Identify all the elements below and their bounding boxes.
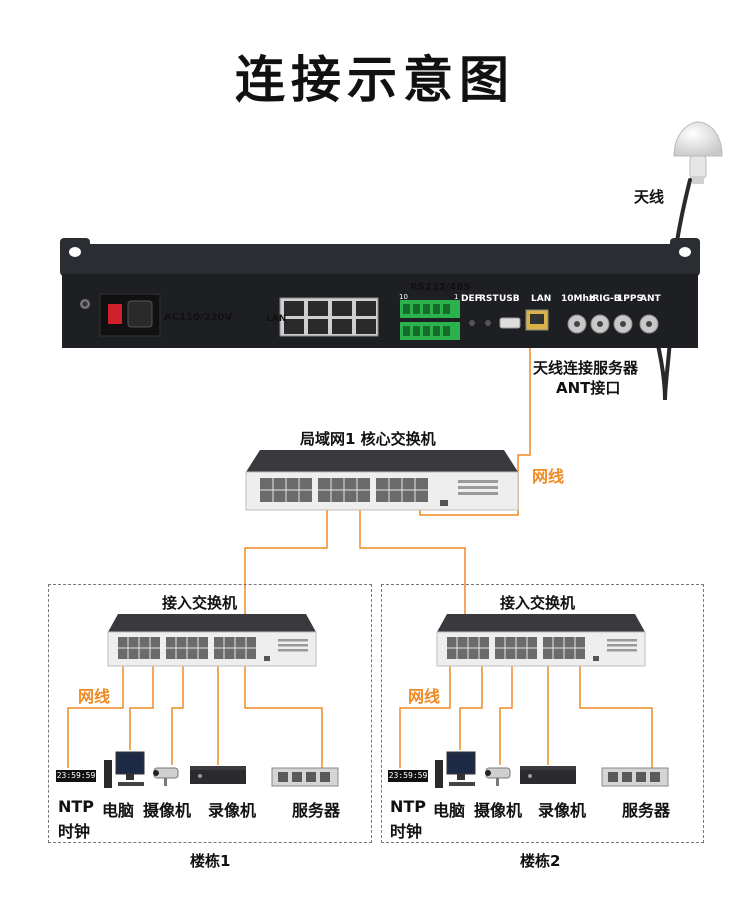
b2-pc-label: 电脑	[433, 801, 466, 820]
serial-pin-left: 10	[399, 293, 408, 301]
b1-recorder-icon	[190, 766, 246, 784]
b2-server-icon	[601, 767, 669, 787]
lan-group-label: LAN	[266, 314, 287, 324]
antenna-note-line2: ANT接口	[556, 379, 621, 397]
core-switch-label: 局域网1 核心交换机	[300, 430, 436, 448]
serial-label: RS232/485	[410, 282, 471, 293]
b2-pc-icon	[435, 751, 476, 788]
b1-cable-label: 网线	[78, 687, 111, 706]
core-switch-icon	[245, 450, 519, 511]
b1-ntp-clock-icon: 23:59:59	[56, 770, 96, 782]
b1-server-label: 服务器	[292, 801, 341, 820]
b1-switch-label: 接入交换机	[162, 594, 238, 612]
cable-b1-server	[244, 660, 323, 768]
b2-ntp-clock-icon: 23:59:59	[388, 770, 428, 782]
pps-label: 1PPS	[617, 294, 643, 304]
b1-camera-label: 摄像机	[143, 801, 192, 820]
b2-access-switch-icon	[436, 614, 646, 667]
b1-ntp-label-2: 时钟	[58, 822, 91, 841]
page-title: 连接示意图	[235, 51, 515, 109]
cable-b2-pc	[459, 660, 483, 750]
serial-pin-right: 1	[454, 293, 459, 301]
cable-b2-ntp	[399, 660, 451, 768]
cable-b2-camera	[499, 660, 513, 765]
cable-b1-ntp	[67, 660, 124, 768]
b2-switch-label: 接入交换机	[500, 594, 576, 612]
rst-label: RST	[479, 294, 499, 304]
antenna-label: 天线	[634, 188, 665, 206]
building-1-box	[48, 584, 372, 843]
b2-ntp-label-2: 时钟	[390, 822, 423, 841]
building-2-label: 楼栋2	[520, 852, 561, 870]
irigb-label: IRIG-B	[589, 294, 621, 304]
building-2-box	[381, 584, 704, 843]
antenna-note-line1: 天线连接服务器	[533, 359, 639, 377]
b1-server-icon	[271, 767, 339, 787]
antenna-icon	[673, 121, 723, 184]
cable-b2-server	[579, 660, 653, 768]
ant-label: ANT	[640, 294, 661, 304]
lan-port-label: LAN	[531, 294, 552, 304]
b2-cable-label: 网线	[408, 687, 441, 706]
core-cable-label: 网线	[532, 467, 565, 486]
cable-core-to-switch1	[244, 510, 328, 625]
cable-core-to-switch2	[359, 510, 466, 625]
power-label: AC110/220V	[164, 312, 233, 323]
b2-camera-icon	[485, 767, 511, 786]
tenmhz-label: 10Mhz	[561, 294, 595, 304]
cable-b1-pc	[129, 660, 154, 750]
b1-pc-label: 电脑	[102, 801, 135, 820]
building-1-label: 楼栋1	[190, 852, 231, 870]
usb-label: USB	[499, 294, 520, 304]
time-server-panel	[60, 238, 700, 348]
b1-recorder-label: 录像机	[208, 801, 257, 820]
b1-access-switch-icon	[107, 614, 317, 667]
b2-camera-label: 摄像机	[474, 801, 523, 820]
cable-b1-camera	[171, 660, 184, 765]
b2-recorder-icon	[520, 766, 576, 784]
def-label: DEF	[461, 294, 481, 304]
b2-ntp-label-1: NTP	[390, 797, 427, 816]
b2-recorder-label: 录像机	[538, 801, 587, 820]
b1-ntp-label-1: NTP	[58, 797, 95, 816]
b1-camera-icon	[153, 767, 179, 786]
b1-pc-icon	[104, 751, 145, 788]
b2-server-label: 服务器	[622, 801, 671, 820]
